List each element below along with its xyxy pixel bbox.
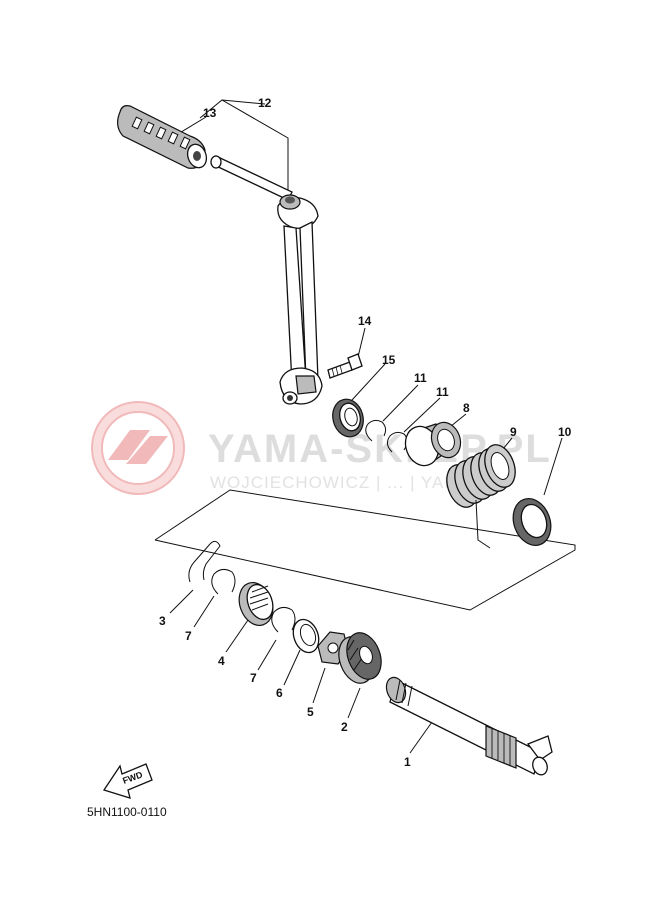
callout-5: 5 bbox=[307, 705, 314, 719]
torsion-spring bbox=[446, 444, 516, 549]
callout-9: 9 bbox=[510, 425, 517, 439]
callout-6: 6 bbox=[276, 686, 283, 700]
callout-2: 2 bbox=[341, 720, 348, 734]
kick-axle bbox=[385, 676, 553, 776]
kick-lever-grip bbox=[117, 105, 208, 169]
kick-lever-assembly bbox=[210, 155, 323, 405]
callout-15: 15 bbox=[382, 353, 396, 367]
clip bbox=[188, 540, 221, 583]
callout-4: 4 bbox=[218, 654, 225, 668]
callout-13: 13 bbox=[203, 106, 217, 120]
forward-direction-arrow: FWD bbox=[102, 763, 153, 799]
washer-large bbox=[512, 498, 552, 546]
watermark: YAMA-SKLEP.PL WOJCIECHOWICZ | ... | YAMA… bbox=[91, 401, 550, 495]
callout-1: 1 bbox=[404, 755, 411, 769]
callout-8: 8 bbox=[463, 401, 470, 415]
spring-guide bbox=[404, 421, 462, 467]
leader-lines bbox=[154, 99, 576, 754]
callout-11b: 11 bbox=[436, 385, 449, 399]
callout-14: 14 bbox=[358, 314, 372, 328]
washer-small bbox=[292, 618, 320, 654]
circlip-c bbox=[211, 568, 236, 595]
callouts: 12 13 14 15 11 11 8 9 10 3 7 4 7 6 5 2 1 bbox=[159, 96, 572, 769]
bolt bbox=[327, 353, 363, 379]
callout-3: 3 bbox=[159, 614, 166, 628]
callout-11a: 11 bbox=[414, 371, 427, 385]
callout-10: 10 bbox=[558, 425, 572, 439]
oil-seal bbox=[332, 398, 364, 438]
callout-12: 12 bbox=[258, 96, 272, 110]
callout-7a: 7 bbox=[185, 629, 192, 643]
watermark-logo bbox=[91, 401, 185, 495]
kick-gear bbox=[338, 632, 382, 684]
callout-7b: 7 bbox=[250, 671, 257, 685]
diagram-code: 5HN1100-0110 bbox=[87, 805, 167, 819]
ratchet-wheel bbox=[238, 582, 274, 626]
circlip-a bbox=[365, 419, 387, 442]
watermark-tagline: WOJCIECHOWICZ | ... | YAMAHA bbox=[210, 473, 497, 492]
circlip-d bbox=[271, 606, 296, 633]
